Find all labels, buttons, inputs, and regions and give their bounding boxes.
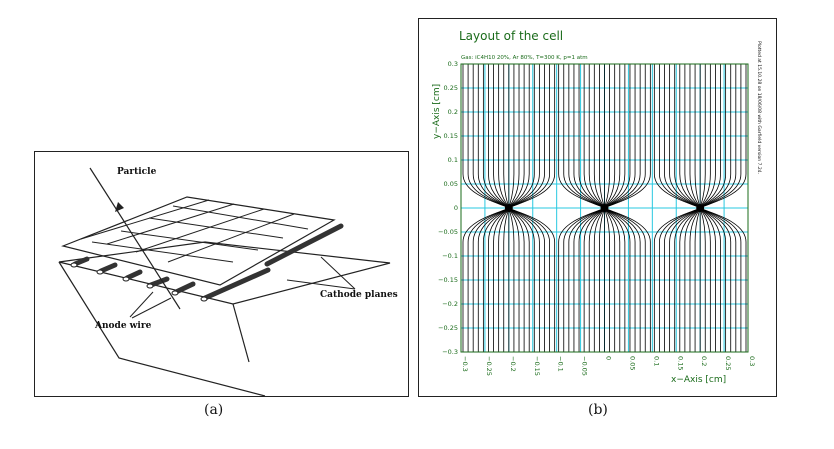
x-tick-labels: −0.3 −0.25 −0.2 −0.15 −0.1 −0.05 0 0.05 0.1 0.15 0… (461, 356, 756, 376)
anode-leader-2 (131, 297, 172, 319)
x-axis-label: x−Axis [cm] (671, 375, 726, 385)
x-tick-label: 0.1 (652, 356, 660, 366)
caption-a: (a) (204, 402, 224, 418)
anode-wire-dot (600, 204, 609, 212)
gas-conditions-label: Gas: iC4H10 20%, Ar 80%, T=300 K, p=1 at… (461, 55, 588, 61)
y-tick-label: 0.3 (448, 60, 458, 68)
x-tick-label: 0.2 (700, 356, 708, 366)
plot-timestamp-note: Plotted at 15.10.28 on 18/06/08 with Gar… (756, 41, 762, 174)
x-tick-label: 0 (605, 356, 613, 360)
panel-b-field-plot: Layout of the cell Gas: iC4H10 20%, Ar 8… (418, 18, 777, 397)
x-tick-label: 0.3 (748, 356, 756, 366)
y-tick-label: 0.1 (448, 156, 458, 164)
particle-arrowhead (115, 202, 124, 212)
y-tick-label: 0.2 (448, 108, 458, 116)
field-lines-plot: Layout of the cell Gas: iC4H10 20%, Ar 8… (432, 29, 762, 385)
particle-label: Particle (117, 167, 157, 177)
y-tick-label: −0.2 (442, 300, 458, 308)
y-tick-label: −0.1 (442, 252, 458, 260)
plot-title: Layout of the cell (459, 29, 563, 43)
x-tick-label: −0.2 (509, 356, 517, 372)
y-tick-label: 0.15 (444, 132, 458, 140)
anode-wire-dot (504, 204, 513, 212)
plot-frame (460, 63, 749, 353)
y-tick-label: −0.25 (438, 324, 458, 332)
x-tick-label: 0.05 (628, 356, 636, 370)
y-axis-label: y−Axis [cm] (432, 84, 442, 139)
x-tick-label: −0.05 (581, 356, 589, 376)
x-tick-label: 0.25 (724, 356, 732, 370)
anode-wire-label: Anode wire (94, 321, 152, 331)
mwpc-schematic-drawing: Particle Cathode planes Anode wire (58, 167, 398, 397)
upper-cathode-plane (61, 196, 336, 286)
x-tick-label: −0.3 (461, 356, 469, 372)
wire-ends (70, 262, 208, 302)
x-tick-label: −0.25 (485, 356, 493, 376)
anode-wire-dot (696, 204, 705, 212)
y-tick-labels: 0.3 0.25 0.2 0.15 0.1 0.05 0 −0.05 −0.1 −0.15 −0.2… (438, 60, 458, 356)
y-tick-label: 0 (454, 204, 458, 212)
panel-a-schematic: Particle Cathode planes Anode wire (34, 151, 409, 397)
x-tick-label: −0.15 (533, 356, 541, 376)
x-tick-label: 0.15 (676, 356, 684, 370)
particle-track (89, 167, 181, 310)
x-tick-label: −0.1 (557, 356, 565, 372)
cathode-leader-1 (286, 279, 356, 290)
y-tick-label: −0.15 (438, 276, 458, 284)
y-tick-label: −0.05 (438, 228, 458, 236)
cathode-planes-label: Cathode planes (320, 290, 398, 300)
y-tick-label: 0.05 (444, 180, 458, 188)
anode-wire-markers (504, 204, 705, 212)
caption-b: (b) (588, 402, 608, 418)
anode-wires (72, 223, 344, 301)
cathode-leader-2 (320, 256, 356, 290)
upper-plane-grid (80, 199, 309, 263)
y-tick-label: −0.3 (442, 348, 458, 356)
lower-plane-edge-extension (58, 261, 266, 397)
y-tick-label: 0.25 (444, 84, 458, 92)
anode-leader-1 (129, 291, 154, 318)
